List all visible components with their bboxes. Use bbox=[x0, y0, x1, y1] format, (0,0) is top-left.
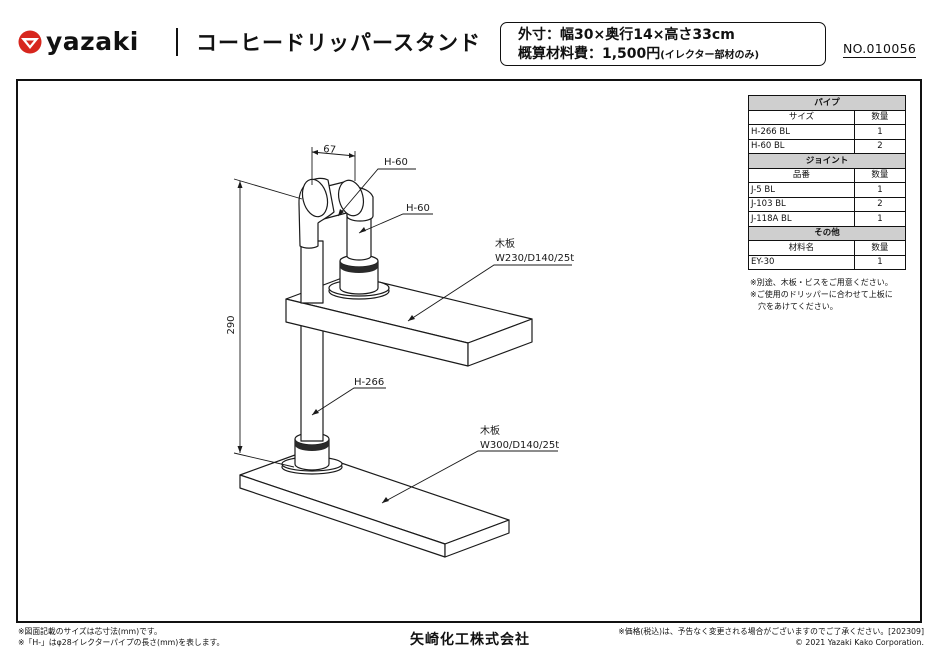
spec-box: 外寸：幅30×奥行14×高さ33cm 概算材料費：1,500円(イレクター部材の… bbox=[500, 22, 826, 66]
part-qty: 1 bbox=[853, 211, 907, 227]
table-header-row: 材料名数量 bbox=[748, 240, 907, 256]
dim-width-line bbox=[311, 151, 356, 157]
note-line: ※別途、木板・ビスをご用意ください。 bbox=[750, 278, 893, 287]
dim-arrow-top bbox=[237, 181, 243, 188]
part-name: J-103 BL bbox=[748, 196, 855, 212]
col-header-name: サイズ bbox=[748, 109, 855, 125]
elbow-joint-left bbox=[298, 177, 335, 249]
note-line: ※ご使用のドリッパーに合わせて上板に bbox=[750, 290, 893, 299]
footer-notes: ※図面記載のサイズは芯寸法(mm)です。 ※「H-」はφ28イレクターパイプの長… bbox=[18, 626, 224, 648]
holder-joint bbox=[339, 254, 379, 295]
section-pipe-title: パイプ bbox=[748, 95, 906, 111]
document-number: NO.010056 bbox=[843, 41, 917, 58]
footer-disclaimer: ※価格(税込)は、予告なく変更される場合がございますのでご了承ください。[202… bbox=[618, 626, 924, 648]
part-qty: 1 bbox=[853, 124, 907, 140]
leader-h60-top bbox=[337, 168, 416, 217]
dim-width-label: 67 bbox=[323, 144, 337, 156]
pipe-end-cap bbox=[337, 179, 365, 217]
label-h60-mid: H-60 bbox=[406, 203, 430, 214]
note-line: 穴をあけてください。 bbox=[750, 302, 838, 311]
label-top-board-size: W230/D140/25t bbox=[495, 253, 574, 264]
yazaki-logo-mark-icon bbox=[18, 30, 42, 54]
table-header-row: 品番数量 bbox=[748, 167, 907, 183]
leader-arrow-top-board bbox=[408, 315, 415, 321]
dim-height-ext-top bbox=[233, 178, 303, 200]
leader-arrow-bottom-board bbox=[382, 497, 389, 503]
notes: ※別途、木板・ビスをご用意ください。 ※ご使用のドリッパーに合わせて上板に 穴を… bbox=[750, 277, 893, 313]
section-pipe: パイプ bbox=[748, 95, 906, 111]
col-header-name: 材料名 bbox=[748, 240, 855, 256]
label-top-board-name: 木板 bbox=[495, 237, 515, 250]
section-other: その他 bbox=[748, 225, 906, 241]
dim-arrow-right bbox=[349, 153, 355, 158]
title-separator bbox=[176, 28, 178, 56]
leader-h60-mid bbox=[358, 213, 433, 234]
part-qty: 1 bbox=[853, 182, 907, 198]
drawing-frame: 67 290 H-60 H-60 H-266 木板 W230/D140/25t … bbox=[16, 79, 922, 623]
part-qty: 2 bbox=[853, 138, 907, 154]
assembly-drawing: 67 290 H-60 H-60 H-266 木板 W230/D140/25t … bbox=[226, 144, 574, 558]
spec-size: 外寸：幅30×奥行14×高さ33cm bbox=[518, 27, 735, 43]
dim-arrow-left bbox=[312, 150, 318, 155]
part-name: H-266 BL bbox=[748, 124, 855, 140]
label-bottom-board-name: 木板 bbox=[480, 424, 500, 437]
part-qty: 2 bbox=[853, 196, 907, 212]
part-name: H-60 BL bbox=[748, 138, 855, 154]
col-header-name: 品番 bbox=[748, 167, 855, 183]
section-joint: ジョイント bbox=[748, 153, 906, 169]
spec-price-line: 概算材料費：1,500円(イレクター部材のみ) bbox=[518, 45, 825, 65]
col-header-qty: 数量 bbox=[853, 109, 907, 125]
bottom-joint-ring bbox=[295, 439, 329, 451]
logo-text: yazaki bbox=[46, 27, 139, 56]
footer-note: ※図面記載のサイズは芯寸法(mm)です。 bbox=[18, 627, 162, 636]
part-name: J-118A BL bbox=[748, 211, 855, 227]
leader-arrow-h60-mid bbox=[359, 227, 366, 233]
page-title: コーヒードリッパースタンド bbox=[196, 31, 481, 55]
pipe-h60-vertical bbox=[346, 210, 372, 261]
section-joint-title: ジョイント bbox=[748, 153, 906, 169]
dim-arrow-bottom bbox=[237, 446, 243, 453]
yazaki-logo: yazaki bbox=[18, 27, 139, 56]
part-name: J-5 BL bbox=[748, 182, 855, 198]
col-header-qty: 数量 bbox=[853, 167, 907, 183]
header: yazaki コーヒードリッパースタンド 外寸：幅30×奥行14×高さ33cm … bbox=[0, 0, 940, 75]
bottom-board bbox=[239, 450, 510, 558]
leader-top-board bbox=[407, 264, 572, 322]
leader-h266 bbox=[311, 387, 386, 416]
label-bottom-board-size: W300/D140/25t bbox=[480, 440, 559, 451]
top-joint-ring bbox=[340, 261, 378, 273]
company-name: 矢崎化工株式会社 bbox=[410, 632, 530, 648]
dim-height-label: 290 bbox=[226, 315, 237, 334]
copyright: © 2021 Yazaki Kako Corporation. bbox=[795, 638, 924, 647]
leader-arrow-h60-top bbox=[338, 209, 344, 216]
label-h266: H-266 bbox=[354, 377, 384, 388]
part-name: EY-30 bbox=[748, 254, 855, 270]
section-other-title: その他 bbox=[748, 225, 906, 241]
upper-riser bbox=[300, 240, 324, 304]
price-disclaimer: ※価格(税込)は、予告なく変更される場合がございますのでご了承ください。[202… bbox=[618, 627, 924, 636]
spec-price: 概算材料費：1,500円 bbox=[518, 46, 661, 62]
leader-arrow-h266 bbox=[312, 409, 319, 415]
label-h60-top: H-60 bbox=[384, 157, 408, 168]
col-header-qty: 数量 bbox=[853, 240, 907, 256]
part-qty: 1 bbox=[853, 254, 907, 270]
footer-note: ※「H-」はφ28イレクターパイプの長さ(mm)を表します。 bbox=[18, 638, 225, 647]
table-header-row: サイズ数量 bbox=[748, 109, 907, 125]
leader-bottom-board bbox=[381, 450, 558, 504]
spec-price-note: (イレクター部材のみ) bbox=[660, 50, 760, 61]
dim-height-ext-bottom bbox=[233, 452, 295, 468]
